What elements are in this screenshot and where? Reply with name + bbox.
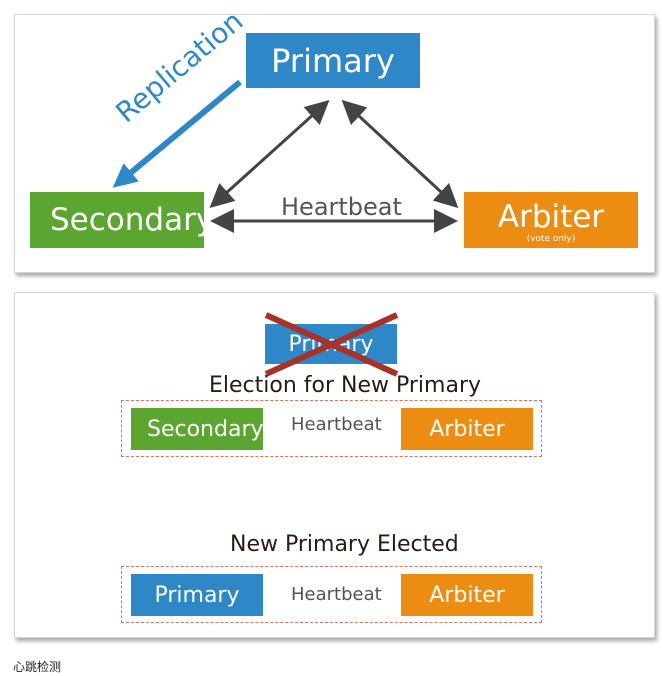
election-title: Election for New Primary: [209, 373, 482, 398]
failed-primary-node: Primary: [265, 324, 397, 364]
election-group: [121, 400, 542, 457]
heartbeat-label-elected: Heartbeat: [291, 584, 382, 605]
heartbeat-arrow-primary-arbiter: [341, 99, 459, 209]
arbiter-note: (vote only): [526, 234, 576, 244]
secondary-node: Secondary: [30, 192, 204, 248]
primary-node: Primary: [246, 33, 420, 88]
new-primary-node: Primary: [131, 574, 263, 616]
secondary-node-election: Secondary: [131, 408, 263, 450]
figure-caption: 心跳检测: [13, 660, 62, 674]
heartbeat-arrow-primary-secondary: [209, 99, 330, 209]
heartbeat-label-election: Heartbeat: [291, 414, 382, 435]
arbiter-node: Arbiter (vote only): [464, 192, 638, 248]
elected-group: [121, 566, 542, 623]
heartbeat-label: Heartbeat: [281, 193, 402, 221]
replication-arrow: [112, 79, 242, 188]
arbiter-node-elected: Arbiter: [401, 574, 533, 616]
arbiter-node-election: Arbiter: [401, 408, 533, 450]
elected-title: New Primary Elected: [230, 532, 459, 557]
